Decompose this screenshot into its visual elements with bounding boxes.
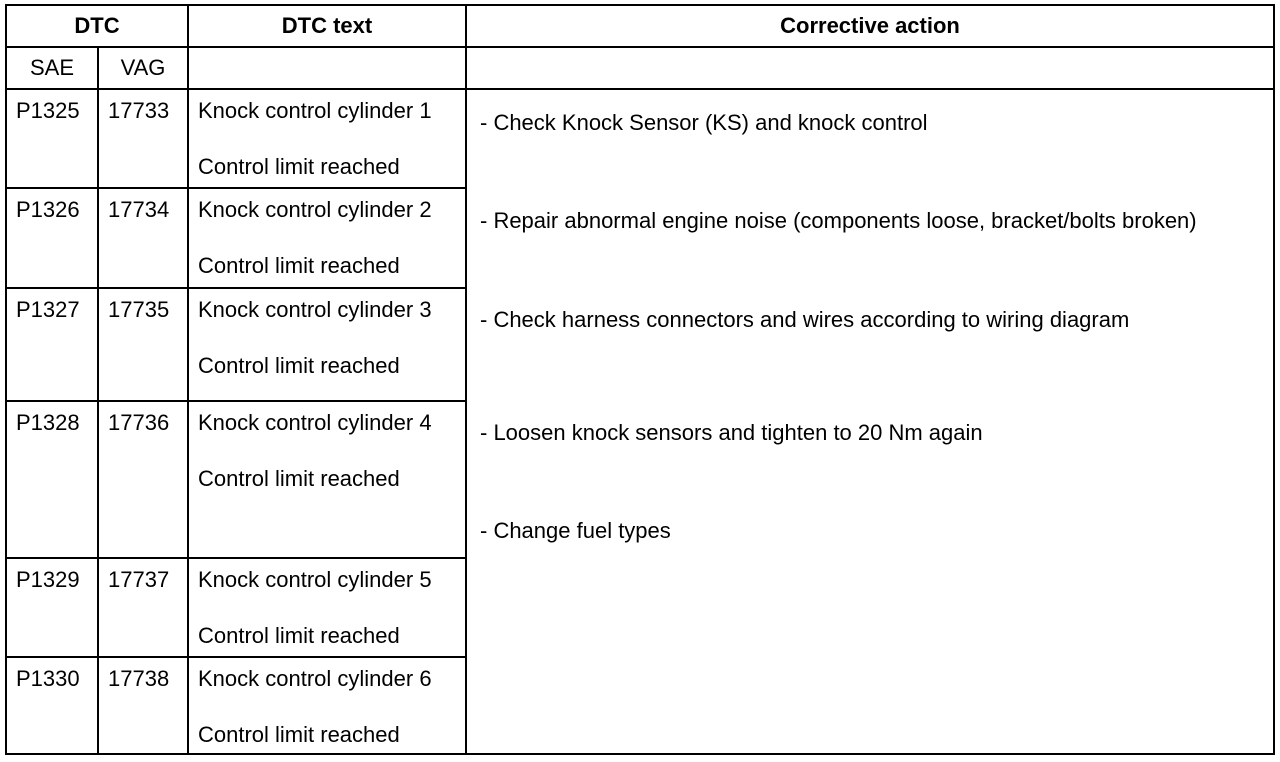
table-row: P1326 17734 Knock control cylinder 2 Con… [5, 187, 1274, 289]
action-item: - Check Knock Sensor (KS) and knock cont… [480, 110, 928, 135]
header-dtc-text: DTC text [187, 4, 467, 48]
vag-code: 17733 [97, 87, 189, 190]
vag-code: 17736 [97, 399, 189, 560]
vag-code: 17734 [97, 187, 189, 289]
subheader-vag: VAG [97, 46, 189, 90]
corrective-action-list: - Check Knock Sensor (KS) and knock cont… [480, 90, 1273, 753]
dtc-text-line: Knock control cylinder 3 [198, 296, 432, 322]
dtc-text-status: Control limit reached [198, 465, 400, 491]
dtc-text-cell: Knock control cylinder 3 Control limit r… [187, 286, 467, 402]
dtc-text-cell: Knock control cylinder 1 Control limit r… [187, 87, 467, 190]
sae-code: P1327 [5, 286, 99, 402]
subheader-sae: SAE [5, 46, 99, 90]
dtc-text-line: Knock control cylinder 5 [198, 567, 432, 593]
dtc-text-line: Knock control cylinder 6 [198, 665, 432, 691]
header-corrective-action: Corrective action [465, 4, 1275, 48]
dtc-text-status: Control limit reached [198, 623, 400, 649]
sae-code: P1326 [5, 187, 99, 289]
dtc-text-cell: Knock control cylinder 4 Control limit r… [187, 399, 467, 560]
dtc-text-line: Knock control cylinder 4 [198, 409, 432, 435]
corrective-action-cell: - Check Knock Sensor (KS) and knock cont… [465, 88, 1275, 755]
action-item: - Repair abnormal engine noise (componen… [480, 208, 1197, 233]
table-row: P1330 17738 Knock control cylinder 6 Con… [5, 655, 1274, 756]
vag-code: 17735 [97, 286, 189, 402]
vag-code: 17738 [97, 655, 189, 756]
action-item: - Loosen knock sensors and tighten to 20… [480, 420, 983, 445]
sae-code: P1330 [5, 655, 99, 756]
action-item: - Change fuel types [480, 518, 671, 543]
dtc-text-cell: Knock control cylinder 6 Control limit r… [187, 655, 467, 756]
dtc-text-cell: Knock control cylinder 2 Control limit r… [187, 187, 467, 289]
dtc-text-cell: Knock control cylinder 5 Control limit r… [187, 557, 467, 658]
dtc-text-status: Control limit reached [198, 721, 400, 747]
dtc-table-container: DTC DTC text Corrective action SAE VAG P… [5, 4, 1275, 756]
dtc-text-status: Control limit reached [198, 352, 400, 378]
dtc-text-line: Knock control cylinder 2 [198, 197, 432, 223]
table-row: P1325 17733 Knock control cylinder 1 Con… [5, 87, 1275, 755]
table-row: P1327 17735 Knock control cylinder 3 Con… [5, 286, 1274, 402]
dtc-text-status: Control limit reached [198, 253, 400, 279]
dtc-text-status: Control limit reached [198, 154, 400, 179]
sae-code: P1328 [5, 399, 99, 560]
vag-code: 17737 [97, 557, 189, 658]
sae-code: P1329 [5, 557, 99, 658]
subheader-empty-text [187, 46, 467, 90]
header-dtc: DTC [5, 4, 189, 48]
table-row: P1329 17737 Knock control cylinder 5 Con… [5, 557, 1274, 658]
sae-code: P1325 [5, 87, 99, 190]
dtc-table: DTC DTC text Corrective action SAE VAG P… [5, 4, 1275, 756]
header-row: DTC DTC text Corrective action [5, 4, 1275, 48]
table-row: P1328 17736 Knock control cylinder 4 Con… [5, 399, 1274, 560]
subheader-row: SAE VAG [5, 46, 1275, 90]
dtc-text-line: Knock control cylinder 1 [198, 98, 432, 123]
action-item: - Check harness connectors and wires acc… [480, 307, 1130, 332]
subheader-empty-action [465, 46, 1275, 90]
